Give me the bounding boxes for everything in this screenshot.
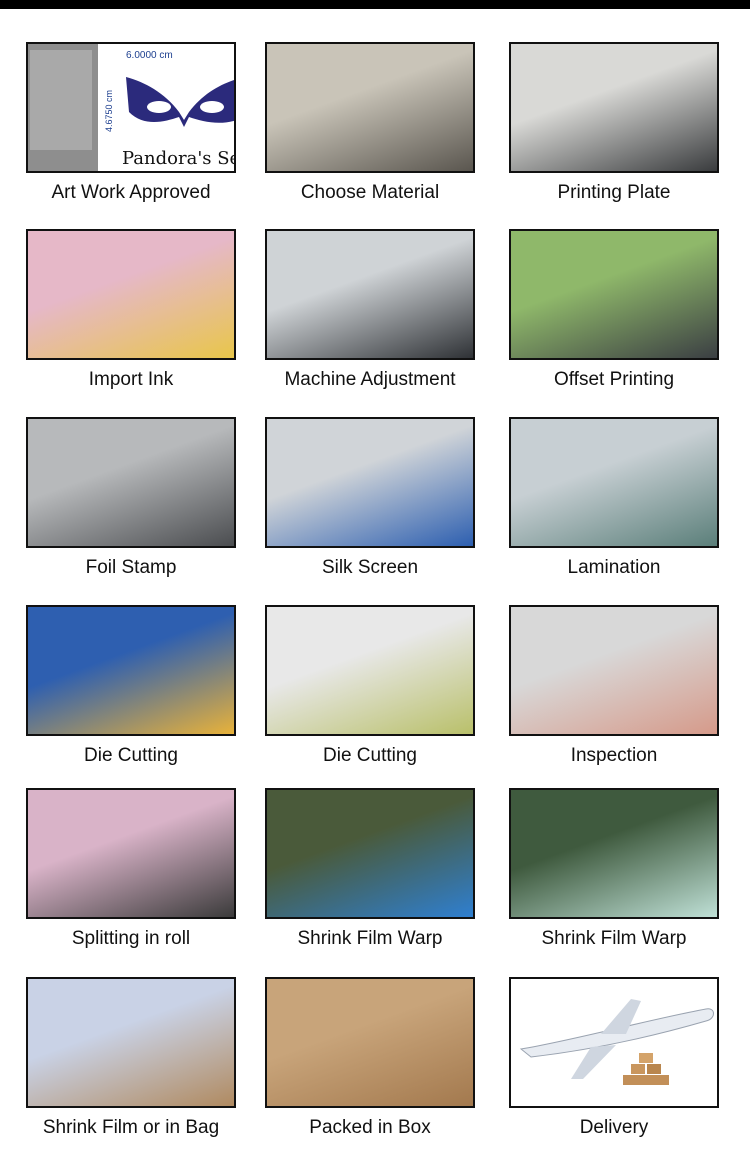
step-label: Import Ink <box>88 369 174 390</box>
silk-screen-photo <box>265 417 475 548</box>
material-warehouse-photo <box>265 42 475 173</box>
process-step: Packed in Box <box>265 977 475 1138</box>
die-cutting-photo <box>26 605 236 736</box>
wrapped-stack-photo <box>509 788 719 919</box>
step-label: Art Work Approved <box>51 182 211 203</box>
press-machine-photo <box>265 229 475 360</box>
mask-logo-icon <box>126 77 234 127</box>
plate-machine-photo <box>509 42 719 173</box>
process-step: 6.0000 cm 4.6750 cm Pandora's Se Art Work A… <box>26 42 236 203</box>
process-step: Die Cutting <box>26 605 236 766</box>
process-step: Die Cutting <box>265 605 475 766</box>
shrink-wrap-photo <box>265 788 475 919</box>
step-label: Shrink Film Warp <box>297 928 443 949</box>
step-label: Inspection <box>570 745 658 766</box>
process-step: Choose Material <box>265 42 475 203</box>
process-step: Import Ink <box>26 229 236 390</box>
inspection-photo <box>509 605 719 736</box>
step-label: Shrink Film or in Bag <box>42 1117 220 1138</box>
top-bar <box>0 0 750 9</box>
step-label: Die Cutting <box>84 745 178 766</box>
brand-text: Pandora's Se <box>122 148 236 169</box>
airplane-delivery-image <box>509 977 719 1108</box>
step-label: Foil Stamp <box>85 557 177 578</box>
boxes-pallet-photo <box>265 977 475 1108</box>
step-label: Offset Printing <box>553 369 675 390</box>
step-label: Splitting in roll <box>71 928 191 949</box>
lamination-photo <box>509 417 719 548</box>
bagged-labels-photo <box>26 977 236 1108</box>
slitting-photo <box>26 788 236 919</box>
step-label: Silk Screen <box>321 557 419 578</box>
width-dimension: 6.0000 cm <box>126 50 173 61</box>
artwork-image: 6.0000 cm 4.6750 cm Pandora's Se <box>26 42 236 173</box>
airplane-icon <box>519 999 714 1085</box>
step-label: Printing Plate <box>557 182 671 203</box>
process-step: Silk Screen <box>265 417 475 578</box>
layers-list <box>30 50 92 150</box>
ink-shelf-photo <box>26 229 236 360</box>
process-step: Delivery <box>509 977 719 1138</box>
step-label: Die Cutting <box>323 745 417 766</box>
step-label: Choose Material <box>300 182 440 203</box>
step-label: Delivery <box>579 1117 649 1138</box>
process-step: Printing Plate <box>509 42 719 203</box>
step-label: Machine Adjustment <box>284 369 456 390</box>
step-label: Lamination <box>567 557 661 578</box>
process-step: Inspection <box>509 605 719 766</box>
step-label: Packed in Box <box>309 1117 431 1138</box>
process-step: Machine Adjustment <box>265 229 475 390</box>
step-label: Shrink Film Warp <box>541 928 687 949</box>
plotter-cutting-photo <box>265 605 475 736</box>
process-step: Shrink Film Warp <box>265 788 475 949</box>
foil-stamp-photo <box>26 417 236 548</box>
process-step: Shrink Film Warp <box>509 788 719 949</box>
layers-panel <box>28 44 98 171</box>
process-step: Offset Printing <box>509 229 719 390</box>
process-step: Shrink Film or in Bag <box>26 977 236 1138</box>
process-step: Splitting in roll <box>26 788 236 949</box>
height-dimension: 4.6750 cm <box>104 89 115 133</box>
process-step: Lamination <box>509 417 719 578</box>
process-step: Foil Stamp <box>26 417 236 578</box>
offset-press-photo <box>509 229 719 360</box>
